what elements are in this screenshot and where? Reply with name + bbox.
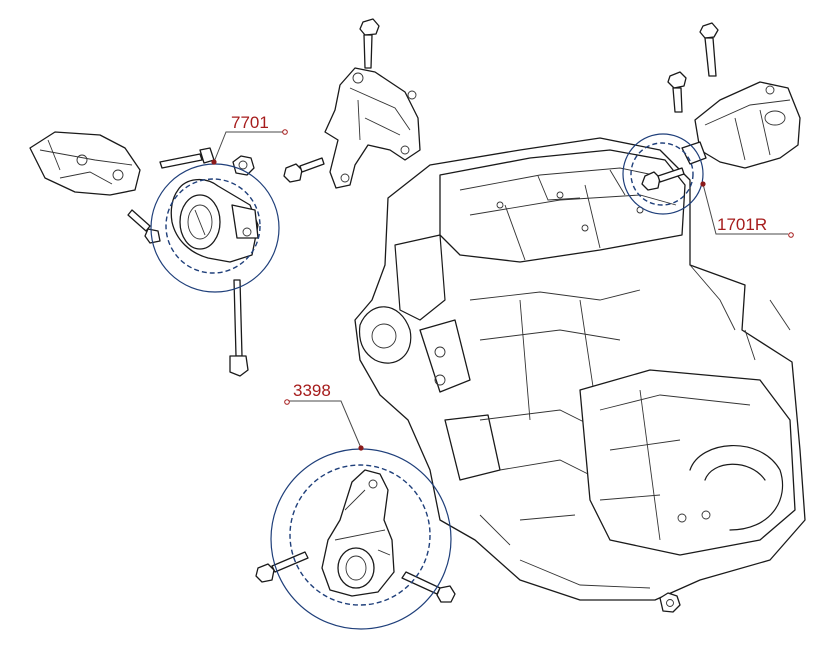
highlight-circle-1701R-inner — [630, 142, 694, 206]
callout-7701-label: 7701 — [231, 113, 269, 132]
left-diagonal-bolt — [127, 209, 161, 244]
callout-3398: 3398 — [284, 381, 364, 451]
center-horizontal-bolt — [283, 157, 325, 183]
engine-block — [354, 137, 806, 601]
callout-1701R-label: 1701R — [717, 215, 767, 234]
mount-3398-part — [321, 469, 395, 597]
highlight-circle-3398-inner — [289, 464, 431, 606]
top-right-bolt-lower — [667, 71, 687, 113]
top-center-mount-bracket — [324, 67, 421, 189]
highlight-circle-7701-inner — [165, 178, 261, 274]
left-mount-bracket — [29, 131, 141, 196]
mount-7701-part — [170, 179, 259, 263]
nut-bottom-right — [659, 592, 681, 613]
left-washer-nut — [232, 155, 255, 176]
callout-1701R: 1701R — [700, 181, 794, 238]
mount-1701R-bolt — [641, 167, 685, 191]
bottom-right-bolt — [401, 571, 456, 603]
highlight-circle-1701R-outer — [622, 133, 704, 215]
left-long-stud — [229, 279, 249, 377]
right-mount-bracket — [681, 81, 801, 169]
callout-7701: 7701 — [211, 113, 288, 165]
top-center-bolt — [359, 18, 380, 69]
bottom-left-bolt — [255, 551, 309, 583]
top-right-bolt-upper — [699, 22, 719, 77]
callout-3398-label: 3398 — [293, 381, 331, 400]
